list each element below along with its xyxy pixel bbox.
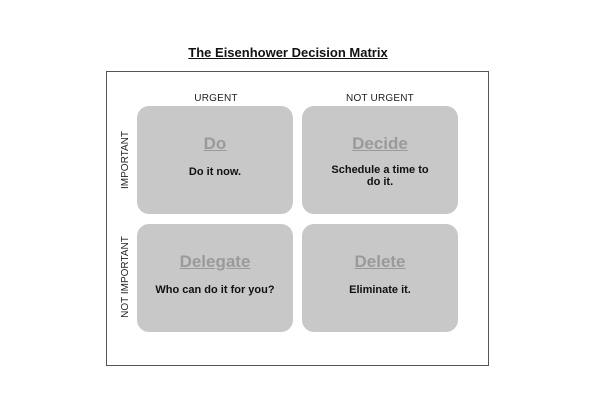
row-header-important: IMPORTANT (120, 131, 131, 189)
quadrant-decide-title: Decide (352, 134, 408, 153)
quadrant-delete-description: Eliminate it. (349, 284, 411, 296)
quadrant-delegate-title: Delegate (179, 252, 251, 271)
quadrant-do-title: Do (203, 134, 227, 153)
quadrant-decide: Decide Schedule a time to do it. (302, 106, 458, 214)
quadrant-delegate-description: Who can do it for you? (155, 284, 275, 296)
column-header-not-urgent: NOT URGENT (346, 93, 414, 104)
quadrant-delete: Delete Eliminate it. (302, 224, 458, 332)
quadrant-do: Do Do it now. (137, 106, 293, 214)
quadrant-delete-title: Delete (354, 252, 406, 271)
quadrant-do-description: Do it now. (188, 166, 242, 178)
quadrant-delegate: Delegate Who can do it for you? (137, 224, 293, 332)
row-header-not-important: NOT IMPORTANT (120, 236, 131, 318)
diagram-title: The Eisenhower Decision Matrix (188, 45, 388, 60)
quadrant-decide-description: Schedule a time to do it. (331, 164, 429, 188)
column-header-urgent: URGENT (194, 93, 238, 104)
